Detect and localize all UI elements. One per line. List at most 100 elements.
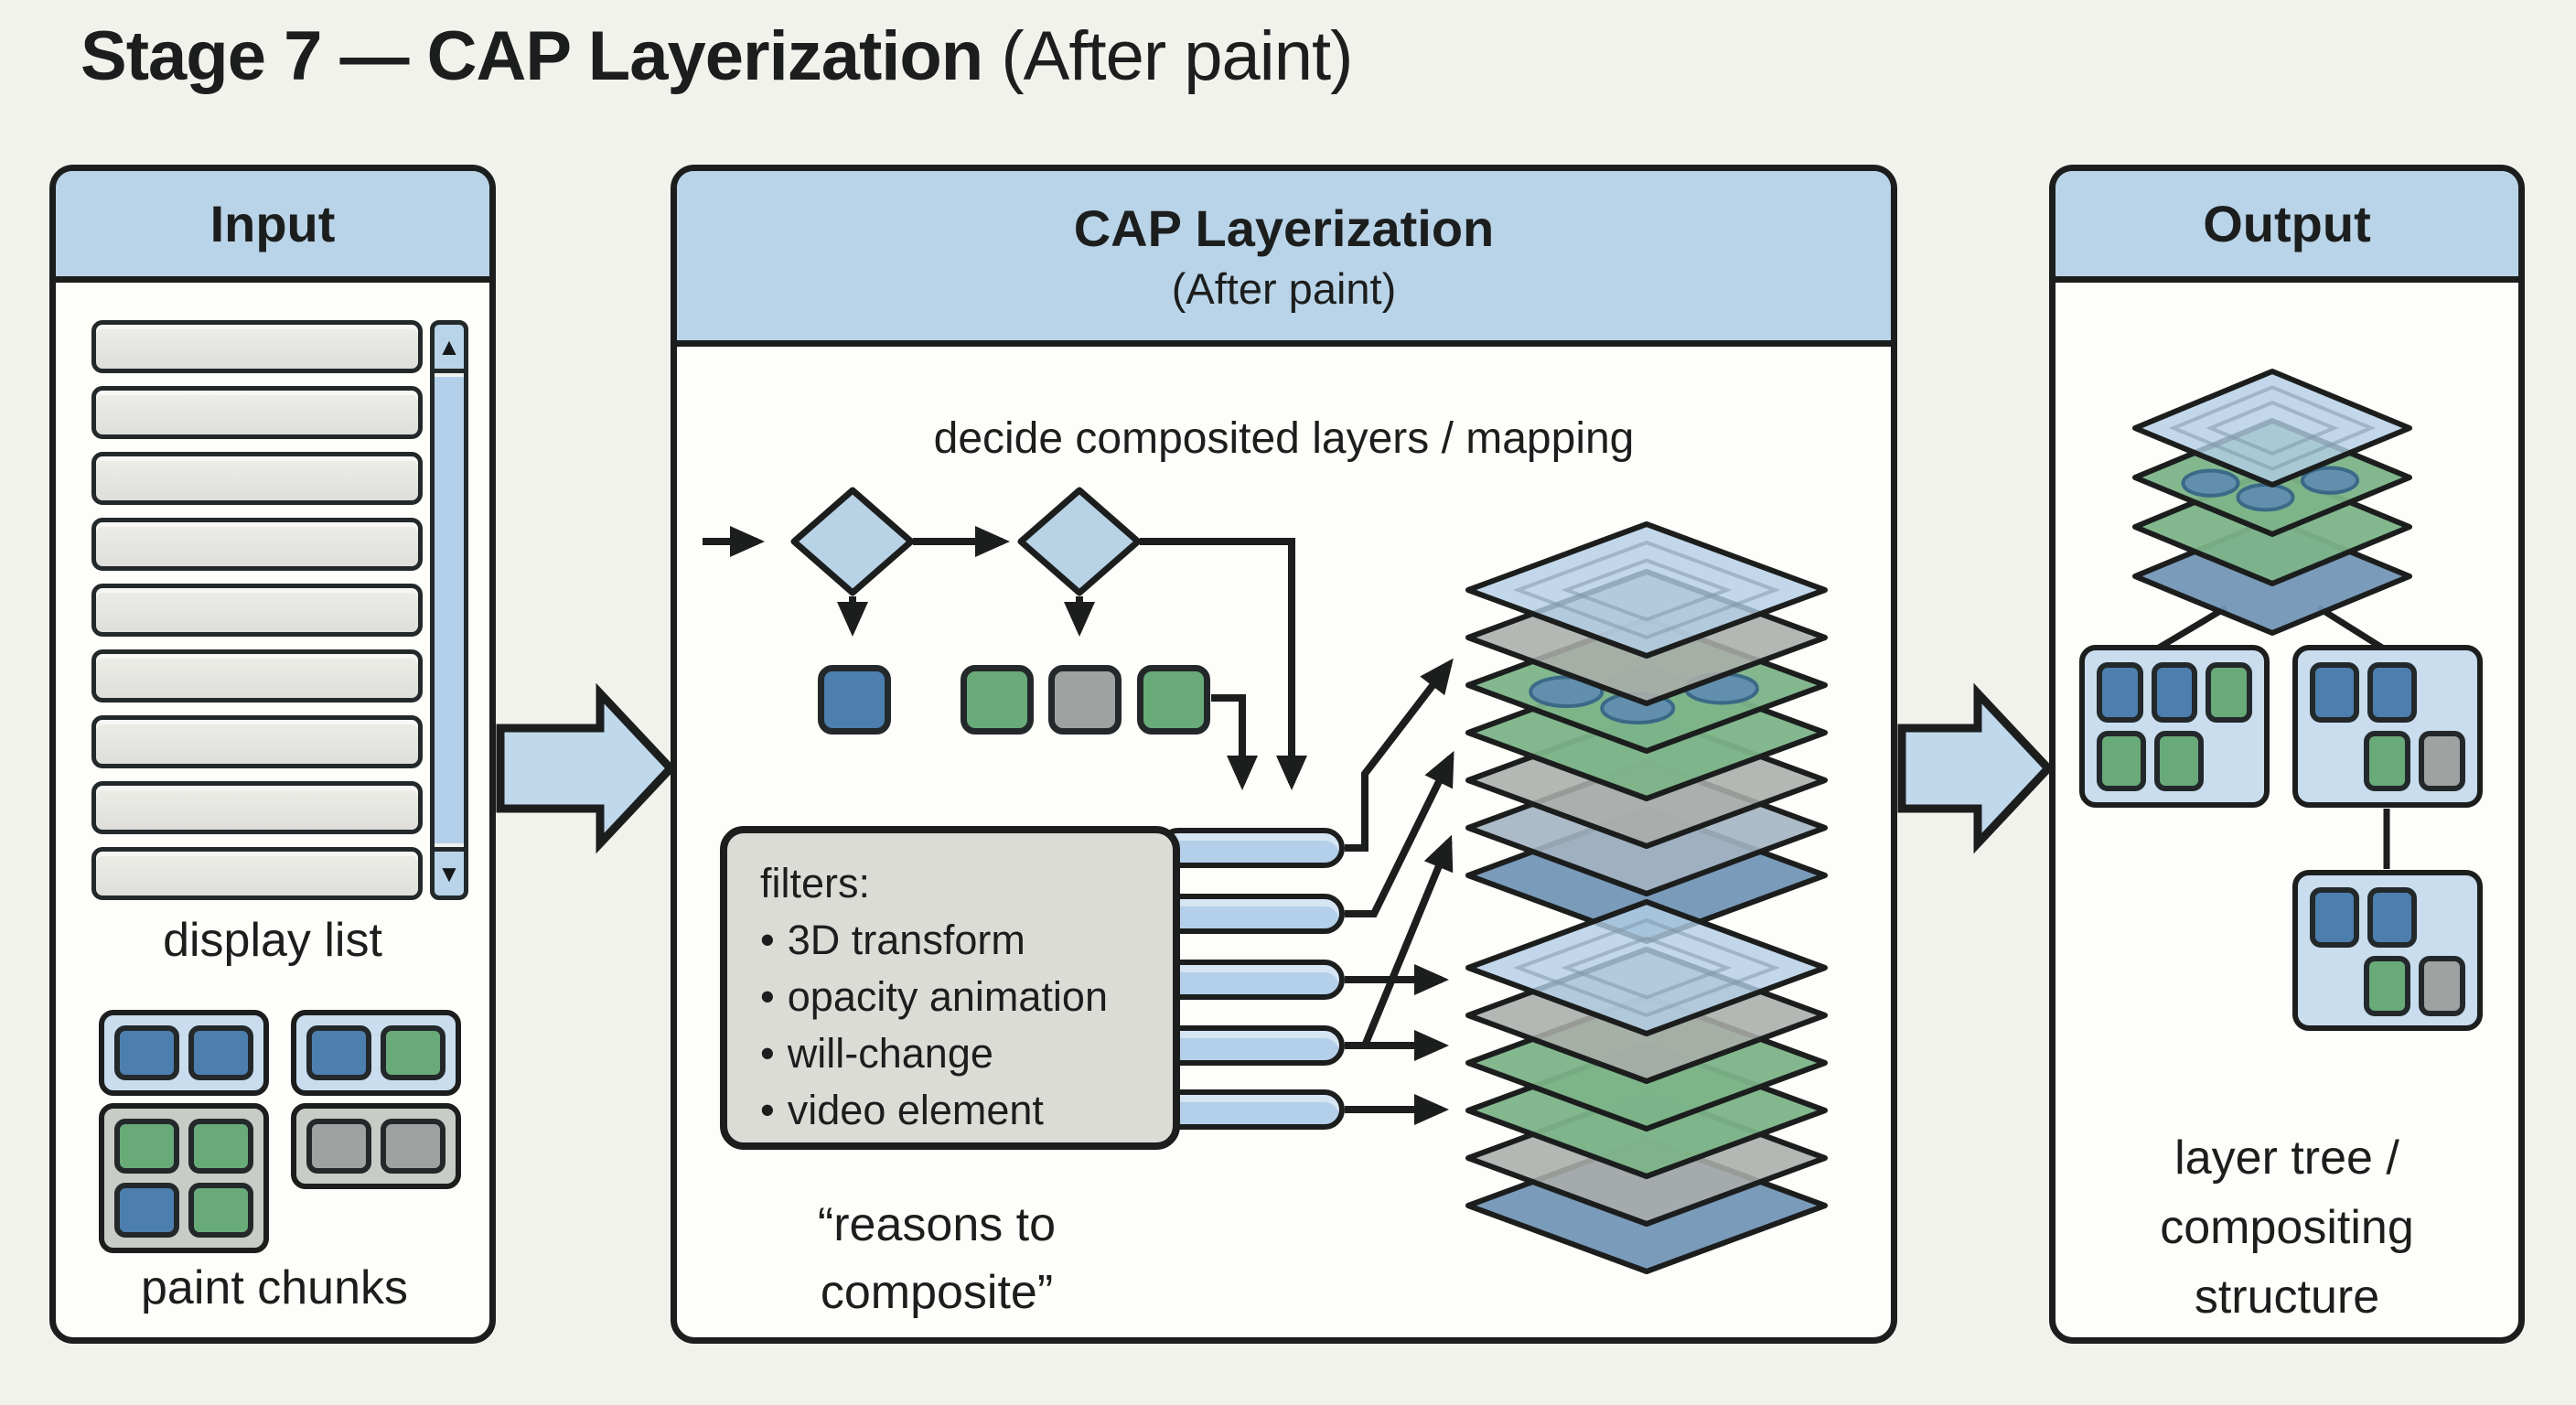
chunk-row	[114, 1183, 253, 1238]
bullet-icon: •	[760, 1087, 775, 1133]
chunk-row	[2097, 662, 2253, 723]
blue-paint-chunk	[2151, 662, 2198, 723]
page-title: Stage 7 — CAP Layerization (After paint)	[80, 16, 1353, 96]
cap-layerization-title: CAP Layerization	[1073, 198, 1495, 257]
display-list-item	[91, 715, 423, 768]
blue-paint-chunk	[2097, 662, 2143, 723]
blue-paint-chunk	[188, 1025, 253, 1080]
green-paint-chunk	[188, 1183, 253, 1238]
scrollbar-down-button[interactable]: ▼	[430, 847, 468, 900]
layer-tree-node	[2292, 645, 2483, 808]
filter-item-label: will-change	[787, 1030, 993, 1077]
display-list-item	[91, 847, 423, 900]
composited-layer-pill	[1158, 894, 1345, 934]
down-arrow-icon: ▼	[437, 859, 461, 887]
page-title-suffix: (After paint)	[982, 17, 1353, 95]
filter-item: • will-change	[760, 1025, 1173, 1082]
bullet-icon: •	[760, 1030, 775, 1077]
composited-layer-pill	[1158, 1089, 1345, 1130]
green-paint-chunk	[381, 1025, 445, 1080]
blue-paint-chunk	[2367, 887, 2417, 948]
chunk-row	[2310, 662, 2465, 723]
process-to-output-arrow-icon	[1897, 682, 2055, 854]
blue-paint-chunk	[2310, 662, 2359, 723]
green-paint-chunk	[2206, 662, 2253, 723]
layer-tree-label: layer tree / compositing structure	[2086, 1123, 2488, 1332]
gray-paint-chunk	[306, 1119, 371, 1174]
display-list-item	[91, 518, 423, 571]
filters-box-title: filters:	[760, 860, 871, 906]
paint-chunk-group	[99, 1010, 269, 1096]
composited-layer-pill	[1158, 828, 1345, 868]
display-list-item	[91, 320, 423, 373]
decide-caption: decide composited layers / mapping	[933, 414, 1635, 463]
filter-item: • 3D transform	[760, 912, 1173, 969]
green-paint-chunk	[2097, 731, 2146, 791]
layer-tree-node	[2079, 645, 2270, 808]
input-to-process-arrow-icon	[496, 682, 677, 854]
green-paint-chunk	[114, 1119, 179, 1174]
composited-layer-pill	[1158, 1025, 1345, 1066]
green-decision-chunk	[1137, 665, 1210, 735]
bullet-icon: •	[760, 973, 775, 1020]
blue-paint-chunk	[114, 1183, 179, 1238]
reasons-to-composite-label: “reasons to composite”	[754, 1191, 1120, 1326]
chunk-row	[114, 1119, 253, 1174]
paint-chunk-group	[99, 1103, 269, 1253]
green-decision-chunk	[961, 665, 1034, 735]
gray-paint-chunk	[381, 1119, 445, 1174]
layer-tree-label-line1: layer tree /	[2174, 1132, 2399, 1185]
filter-item-label: opacity animation	[787, 973, 1108, 1020]
layer-tree-label-line3: structure	[2194, 1271, 2380, 1324]
blue-paint-chunk	[2367, 662, 2417, 723]
paint-chunk-group	[291, 1010, 461, 1096]
display-list-label: display list	[163, 914, 382, 967]
layer-tree-label-line2: compositing	[2160, 1201, 2414, 1254]
blue-paint-chunk	[114, 1025, 179, 1080]
scrollbar-up-button[interactable]: ▲	[430, 320, 468, 373]
filter-item: • opacity animation	[760, 969, 1173, 1025]
blue-paint-chunk	[306, 1025, 371, 1080]
chunk-row	[2310, 887, 2465, 948]
green-paint-chunk	[2154, 731, 2204, 791]
gray-decision-chunk	[1048, 665, 1122, 735]
green-paint-chunk	[2364, 731, 2411, 791]
chunk-row	[2310, 956, 2465, 1016]
display-list-item	[91, 584, 423, 637]
cap-layerization-panel: CAP Layerization (After paint)	[671, 165, 1897, 1344]
filter-item: • video element	[760, 1082, 1173, 1139]
green-paint-chunk	[188, 1119, 253, 1174]
gray-paint-chunk	[2419, 956, 2465, 1016]
input-panel-title: Input	[209, 195, 336, 252]
chunk-row	[306, 1025, 445, 1080]
display-list-item	[91, 781, 423, 834]
display-list: ▲ ▼	[91, 320, 468, 900]
output-panel-header: Output	[2055, 171, 2518, 283]
up-arrow-icon: ▲	[437, 332, 461, 360]
page-title-main: Stage 7 — CAP Layerization	[80, 17, 983, 95]
filter-item-label: 3D transform	[787, 917, 1025, 963]
scrollbar-track[interactable]	[430, 373, 468, 847]
output-panel-title: Output	[2203, 195, 2371, 252]
paint-chunks-label: paint chunks	[141, 1261, 408, 1314]
cap-layerization-subtitle: (After paint)	[1171, 263, 1397, 313]
input-panel-header: Input	[56, 171, 489, 283]
display-list-item	[91, 386, 423, 439]
display-list-scrollbar[interactable]: ▲ ▼	[430, 320, 468, 900]
quote-line-1: “reasons to	[817, 1198, 1057, 1251]
green-paint-chunk	[2364, 956, 2411, 1016]
display-list-item	[91, 452, 423, 505]
chunk-row	[2310, 731, 2465, 791]
quote-line-2: composite”	[820, 1266, 1054, 1319]
filter-item-label: video element	[787, 1087, 1044, 1133]
display-list-rows	[91, 320, 423, 900]
layer-tree-node	[2292, 870, 2483, 1031]
gray-paint-chunk	[2419, 731, 2465, 791]
composited-layer-pill	[1158, 960, 1345, 1000]
cap-layerization-panel-header: CAP Layerization (After paint)	[677, 171, 1891, 347]
scrollbar-thumb[interactable]	[435, 377, 464, 843]
bullet-icon: •	[760, 917, 775, 963]
blue-decision-chunk	[818, 665, 891, 735]
paint-chunk-group	[291, 1103, 461, 1189]
